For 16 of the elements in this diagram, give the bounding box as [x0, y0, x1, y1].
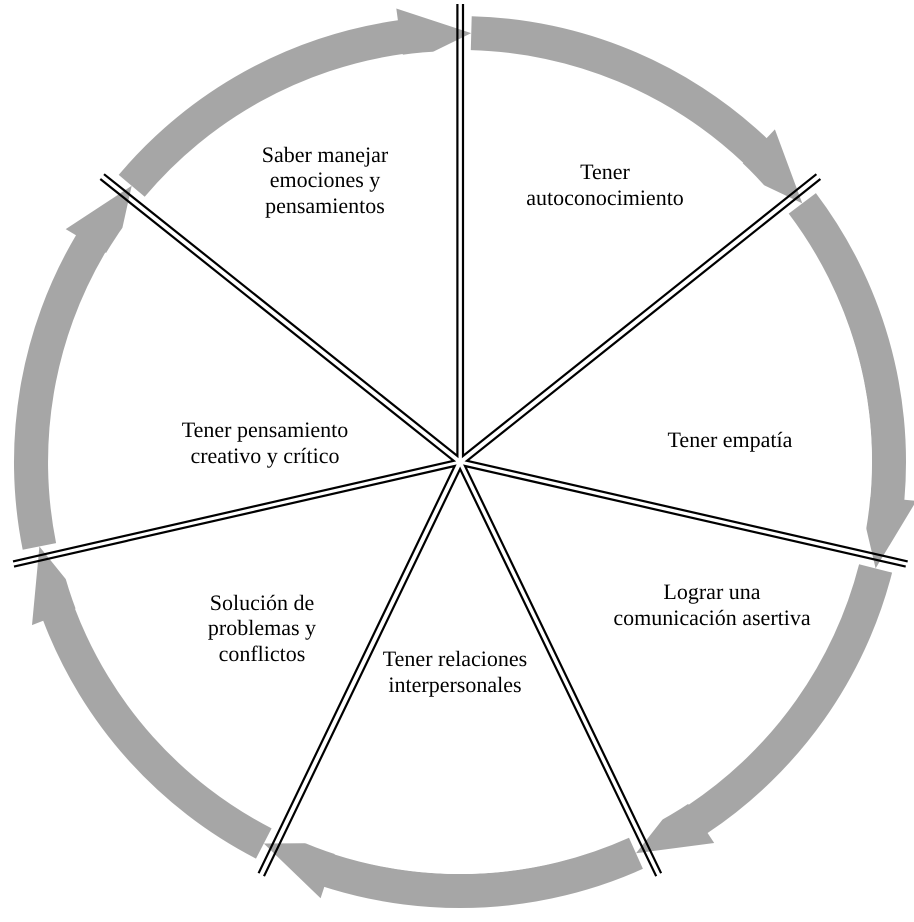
segment-label: Solución de problemas y conflictos — [206, 590, 318, 666]
segment-label: Saber manejar emociones y pensamientos — [260, 142, 390, 218]
curved-arrow — [14, 186, 132, 550]
segment-label: Tener autoconocimiento — [525, 159, 685, 210]
segment-label: Tener pensamiento creativo y crítico — [180, 417, 350, 468]
segment-label: Tener empatía — [666, 427, 794, 453]
curved-arrow — [470, 16, 802, 204]
curved-arrow — [636, 564, 892, 854]
segment-label: Tener relaciones interpersonales — [382, 646, 528, 698]
curved-arrow — [32, 546, 272, 859]
curved-arrow — [264, 838, 643, 908]
curved-arrow — [788, 193, 914, 568]
wedge-segment — [466, 178, 908, 562]
wedge-segment — [462, 2, 818, 457]
curved-arrow — [118, 8, 472, 197]
segment-label: Lograr una comunicación asertiva — [612, 579, 812, 630]
